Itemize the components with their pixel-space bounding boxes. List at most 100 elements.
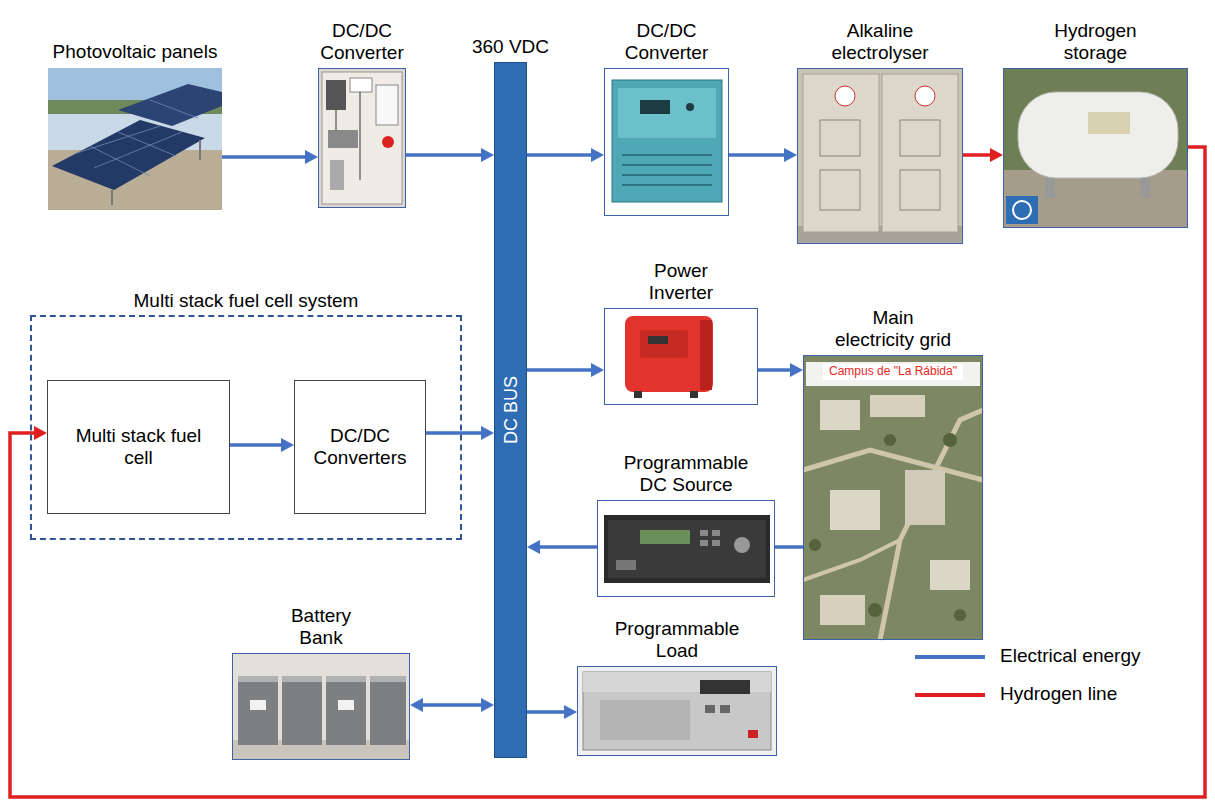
pv-panels-photo xyxy=(48,68,222,210)
hydrogen-tank-photo xyxy=(1003,68,1188,228)
battery-bank-photo xyxy=(232,653,410,760)
electrolyser-photo xyxy=(797,68,963,244)
battery-bank-photo xyxy=(238,680,278,745)
process-box: DC/DC Converters xyxy=(294,380,426,514)
connector-line xyxy=(775,545,803,549)
dcdc-converter-photo xyxy=(622,184,712,186)
node-title: Main electricity grid xyxy=(833,307,953,351)
campus-aerial-photo xyxy=(803,540,900,580)
connector xyxy=(230,438,294,452)
pv-panels-photo xyxy=(118,132,176,156)
dcdc-cabinet-photo xyxy=(326,80,346,110)
photo-frame: DC/DC Converter xyxy=(604,68,729,216)
campus-aerial-photo xyxy=(870,395,925,417)
power-inverter-photo xyxy=(634,391,642,398)
battery-bank-photo xyxy=(370,680,406,745)
legend-text: Hydrogen line xyxy=(1000,683,1117,705)
dcdc-cabinet-photo xyxy=(328,130,358,148)
photo-frame: DC/DC Converter xyxy=(318,68,406,208)
dc-source-photo xyxy=(616,560,636,570)
battery-bank-photo xyxy=(370,676,406,682)
dc-source-photo xyxy=(640,530,690,544)
connector-line xyxy=(230,443,282,447)
connector xyxy=(222,150,318,164)
arrow-head xyxy=(790,363,803,377)
battery-bank-photo xyxy=(338,700,354,710)
dc-source-photo xyxy=(700,530,708,536)
arrow-head xyxy=(591,148,604,162)
connector xyxy=(10,147,1205,797)
arrow-head xyxy=(410,698,423,712)
campus-aerial-photo xyxy=(884,434,896,446)
dc-source-photo xyxy=(712,540,720,546)
legend-samples xyxy=(915,657,985,695)
programmable-load-photo xyxy=(705,705,715,713)
dcdc-cabinet-photo xyxy=(382,136,394,148)
battery-bank-photo xyxy=(250,700,266,710)
electrolyser-photo xyxy=(835,86,855,106)
connector-line xyxy=(527,368,592,372)
pv-panels-photo xyxy=(74,126,160,154)
dcdc-converter-photo xyxy=(640,100,670,114)
campus-aerial-photo xyxy=(803,355,983,640)
dcdc-converter-photo xyxy=(622,164,712,166)
dcdc-converter-photo xyxy=(618,88,716,138)
electrolyser-photo xyxy=(803,74,879,232)
dcdc-converter-photo xyxy=(686,103,694,111)
hydrogen-tank-photo xyxy=(1003,170,1188,228)
programmable-load-photo xyxy=(600,700,690,740)
connector-line xyxy=(527,710,565,714)
arrow-head xyxy=(784,148,797,162)
campus-aerial-photo xyxy=(943,433,957,447)
node-title: Multi stack fuel cell xyxy=(74,425,204,469)
electrolyser-photo xyxy=(900,120,940,156)
connector xyxy=(527,705,577,719)
dcdc-cabinet-photo xyxy=(336,110,337,130)
connector-line xyxy=(222,155,306,159)
photo-frame: Power Inverter xyxy=(604,308,758,405)
electrolyser-photo xyxy=(882,74,958,232)
node-title: Photovoltaic panels xyxy=(25,41,245,63)
battery-bank-photo xyxy=(238,676,278,682)
battery-bank-photo xyxy=(326,680,366,745)
connector xyxy=(527,363,604,377)
node-title: DC/DC Converters xyxy=(308,425,412,469)
campus-aerial-photo xyxy=(803,450,983,480)
dcdc-converter-photo xyxy=(604,68,729,216)
programmable-load-photo xyxy=(748,730,758,738)
programmable-load-photo xyxy=(577,666,777,756)
arrow-head xyxy=(481,698,494,712)
dcdc-cabinet-photo xyxy=(318,68,406,208)
arrow-head xyxy=(564,705,577,719)
electrolyser-photo xyxy=(900,170,940,210)
dc-source-photo xyxy=(597,500,775,597)
campus-aerial-photo xyxy=(930,560,970,590)
node-title: Programmable DC Source xyxy=(616,452,756,496)
dcdc-cabinet-photo xyxy=(376,85,398,125)
connector xyxy=(426,426,494,440)
dcdc-cabinet-photo xyxy=(322,72,402,204)
arrow-head xyxy=(305,150,318,164)
electrolyser-photo xyxy=(820,170,860,210)
photo-frame: Photovoltaic panels xyxy=(48,68,222,210)
electrolyser-photo xyxy=(797,68,963,244)
arrow-head xyxy=(481,426,494,440)
pv-panels-photo xyxy=(111,190,113,205)
node-title: Power Inverter xyxy=(631,260,731,304)
pv-panels-photo xyxy=(199,140,201,160)
arrow-head xyxy=(481,148,494,162)
arrow-head xyxy=(527,540,540,554)
campus-aerial-photo xyxy=(809,539,821,551)
campus-aerial-photo xyxy=(905,470,945,525)
campus-aerial-photo xyxy=(820,400,860,430)
arrow-head xyxy=(34,426,47,440)
arrow-head xyxy=(990,148,1003,162)
dc-source-photo xyxy=(604,515,770,583)
node-title: Hydrogen storage xyxy=(1041,20,1151,64)
connector xyxy=(406,148,494,162)
dcdc-cabinet-photo xyxy=(318,68,406,208)
hydrogen-tank-photo xyxy=(1018,92,1178,178)
connector xyxy=(963,148,1003,162)
connector xyxy=(775,547,803,548)
